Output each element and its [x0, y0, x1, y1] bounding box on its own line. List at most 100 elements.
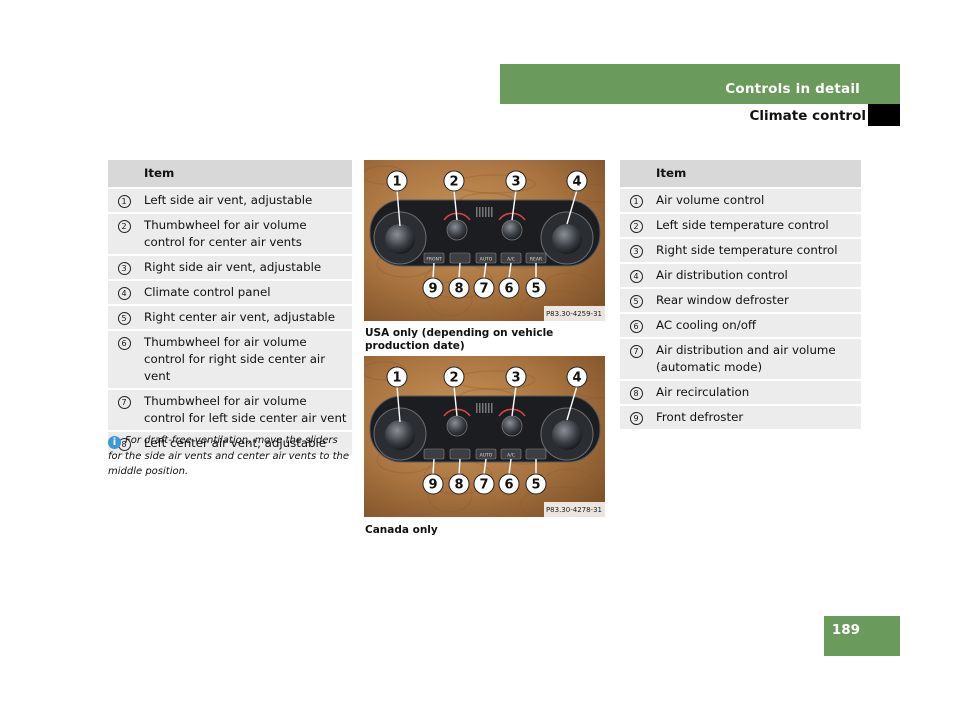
item-number: 3: [117, 262, 131, 275]
panel-button: [423, 448, 445, 460]
section-title: Controls in detail: [725, 81, 860, 97]
callout-marker: [422, 277, 444, 299]
item-description: Left side temperature control: [652, 214, 861, 237]
callout-marker: [498, 473, 520, 495]
callout-marker: [505, 170, 527, 192]
item-number: 5: [117, 312, 131, 325]
item-description: AC cooling on/off: [652, 314, 861, 337]
callout-number: 7: [479, 282, 488, 297]
item-description: Rear window defroster: [652, 289, 861, 312]
info-icon: i: [108, 436, 121, 449]
knob: [552, 224, 582, 254]
item-description: Air distribution and air volume (automat…: [652, 339, 861, 379]
table-row: 6 AC cooling on/off: [620, 314, 861, 337]
item-description: Front defroster: [652, 406, 861, 429]
table-header-row: Item: [108, 160, 352, 187]
callout-marker: [386, 366, 408, 388]
callout-number: 4: [572, 371, 581, 386]
callout-marker: [525, 277, 547, 299]
page-number: 189: [831, 622, 860, 638]
panel-button: [449, 448, 471, 460]
table-row: 1 Air volume control: [620, 189, 861, 212]
subsection-title: Climate control: [749, 108, 866, 124]
item-number: 4: [629, 270, 643, 283]
photo-caption-1: USA only (depending on vehicle productio…: [365, 327, 554, 352]
table-header-row: Item: [620, 160, 861, 187]
callout-marker: [448, 473, 470, 495]
callout-marker: [473, 473, 495, 495]
table-row: 6 Thumbwheel for air volume control for r…: [108, 331, 352, 388]
callout-number: 1: [392, 175, 401, 190]
table-row: 3 Right side air vent, adjustable: [108, 256, 352, 279]
knob: [552, 420, 582, 450]
table-header-label: Item: [140, 160, 352, 187]
image-code: P83.30-4259-31: [546, 310, 602, 318]
photo-caption-2: Canada only: [365, 524, 438, 536]
callout-number: 2: [449, 371, 458, 386]
item-description: Right side air vent, adjustable: [140, 256, 352, 279]
callout-number: 5: [531, 478, 540, 493]
item-number: 2: [117, 220, 131, 233]
callout-number: 4: [572, 175, 581, 190]
callout-marker: [498, 277, 520, 299]
image-code: P83.30-4278-31: [546, 506, 602, 514]
callout-number: 9: [428, 282, 437, 297]
callout-number: 3: [511, 371, 520, 386]
callout-marker: [505, 366, 527, 388]
item-description: Right center air vent, adjustable: [140, 306, 352, 329]
item-description: Air recirculation: [652, 381, 861, 404]
item-number: 4: [117, 287, 131, 300]
right-item-table: Item 1 Air volume control 2 Left side tempe…: [620, 158, 861, 431]
callout-number: 8: [454, 282, 463, 297]
item-description: Thumbwheel for air volume control for ri…: [140, 331, 352, 388]
item-number: 8: [629, 387, 643, 400]
callout-marker: [448, 277, 470, 299]
item-number: 6: [117, 337, 131, 350]
item-number: 9: [629, 412, 643, 425]
table-row: 4 Air distribution control: [620, 264, 861, 287]
table-row: 5 Right center air vent, adjustable: [108, 306, 352, 329]
item-number: 7: [629, 345, 643, 358]
panel-button-label: A/C: [507, 257, 515, 263]
table-row: 8 Air recirculation: [620, 381, 861, 404]
item-number: 3: [629, 245, 643, 258]
panel-button: [449, 252, 471, 264]
callout-marker: [566, 170, 588, 192]
item-number: 1: [117, 195, 131, 208]
callout-number: 6: [504, 478, 513, 493]
callout-number: 7: [479, 478, 488, 493]
item-number: 5: [629, 295, 643, 308]
table-row: 1 Left side air vent, adjustable: [108, 189, 352, 212]
panel-button-label: AUTO: [480, 257, 493, 263]
note-text: For draft-free ventilation, move the sli…: [108, 435, 349, 477]
left-temperature-knob: [446, 219, 468, 241]
knob: [385, 420, 415, 450]
table-row: 2 Left side temperature control: [620, 214, 861, 237]
panel-button-label: REAR: [530, 257, 542, 263]
table-row: 9 Front defroster: [620, 406, 861, 429]
callout-marker: [422, 473, 444, 495]
knob: [385, 224, 415, 254]
callout-number: 6: [504, 282, 513, 297]
right-temperature-knob: [501, 415, 523, 437]
callout-marker: [386, 170, 408, 192]
item-description: Air distribution control: [652, 264, 861, 287]
item-number: 6: [629, 320, 643, 333]
item-number: 2: [629, 220, 643, 233]
item-description: Left side air vent, adjustable: [140, 189, 352, 212]
item-description: Air volume control: [652, 189, 861, 212]
table-header-label: Item: [652, 160, 861, 187]
callout-number: 5: [531, 282, 540, 297]
item-number: 1: [629, 195, 643, 208]
